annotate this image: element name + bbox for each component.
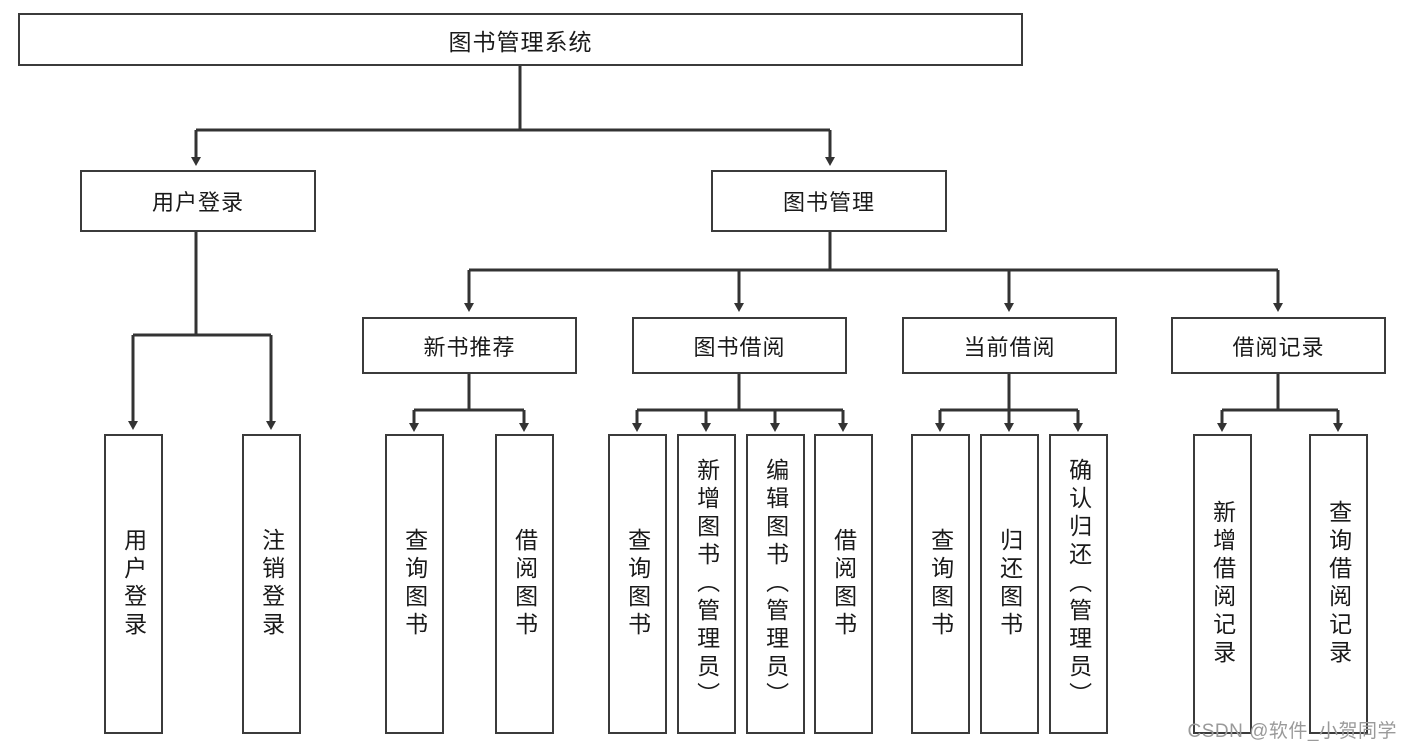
- node-leaf-borrow-book-2-label: 借阅图书: [830, 528, 857, 640]
- watermark: CSDN @软件_小贺同学: [1187, 721, 1397, 742]
- node-leaf-confirm-return[interactable]: 确认归还（管理员）: [1049, 434, 1108, 734]
- node-leaf-query-record-label: 查询借阅记录: [1325, 500, 1352, 668]
- node-book-management[interactable]: 图书管理: [711, 170, 947, 232]
- node-book-borrow[interactable]: 图书借阅: [632, 317, 847, 374]
- node-borrow-record-label: 借阅记录: [1232, 334, 1325, 360]
- node-user-login[interactable]: 用户登录: [80, 170, 316, 232]
- node-new-book-recommendation-label: 新书推荐: [423, 334, 516, 360]
- node-leaf-borrow-book-1[interactable]: 借阅图书: [495, 434, 554, 734]
- node-user-login-label: 用户登录: [151, 190, 244, 215]
- node-leaf-edit-book[interactable]: 编辑图书（管理员）: [746, 434, 805, 734]
- node-current-borrow-label: 当前借阅: [963, 334, 1056, 360]
- node-root-label: 图书管理系统: [448, 28, 593, 55]
- node-leaf-add-book[interactable]: 新增图书（管理员）: [677, 434, 736, 734]
- node-leaf-add-record-label: 新增借阅记录: [1209, 500, 1236, 668]
- node-leaf-query-book-2-label: 查询图书: [624, 528, 651, 640]
- node-leaf-query-book-2[interactable]: 查询图书: [608, 434, 667, 734]
- node-leaf-user-logout-label: 注销登录: [258, 528, 285, 640]
- node-leaf-return-book-label: 归还图书: [996, 528, 1023, 640]
- node-leaf-query-book-3[interactable]: 查询图书: [911, 434, 970, 734]
- node-leaf-borrow-book-2[interactable]: 借阅图书: [814, 434, 873, 734]
- node-leaf-confirm-return-label: 确认归还（管理员）: [1065, 458, 1092, 710]
- node-current-borrow[interactable]: 当前借阅: [902, 317, 1117, 374]
- node-root[interactable]: 图书管理系统: [18, 13, 1023, 66]
- node-book-borrow-label: 图书借阅: [693, 334, 786, 360]
- node-leaf-add-record[interactable]: 新增借阅记录: [1193, 434, 1252, 734]
- node-leaf-query-book-1-label: 查询图书: [401, 528, 428, 640]
- node-leaf-add-book-label: 新增图书（管理员）: [693, 458, 720, 710]
- node-leaf-query-book-3-label: 查询图书: [927, 528, 954, 640]
- node-leaf-user-login[interactable]: 用户登录: [104, 434, 163, 734]
- node-leaf-user-logout[interactable]: 注销登录: [242, 434, 301, 734]
- node-leaf-query-book-1[interactable]: 查询图书: [385, 434, 444, 734]
- node-new-book-recommendation[interactable]: 新书推荐: [362, 317, 577, 374]
- node-leaf-edit-book-label: 编辑图书（管理员）: [762, 458, 789, 710]
- node-borrow-record[interactable]: 借阅记录: [1171, 317, 1386, 374]
- node-leaf-query-record[interactable]: 查询借阅记录: [1309, 434, 1368, 734]
- node-leaf-user-login-label: 用户登录: [120, 528, 147, 640]
- node-leaf-borrow-book-1-label: 借阅图书: [511, 528, 538, 640]
- node-book-management-label: 图书管理: [782, 190, 875, 215]
- node-leaf-return-book[interactable]: 归还图书: [980, 434, 1039, 734]
